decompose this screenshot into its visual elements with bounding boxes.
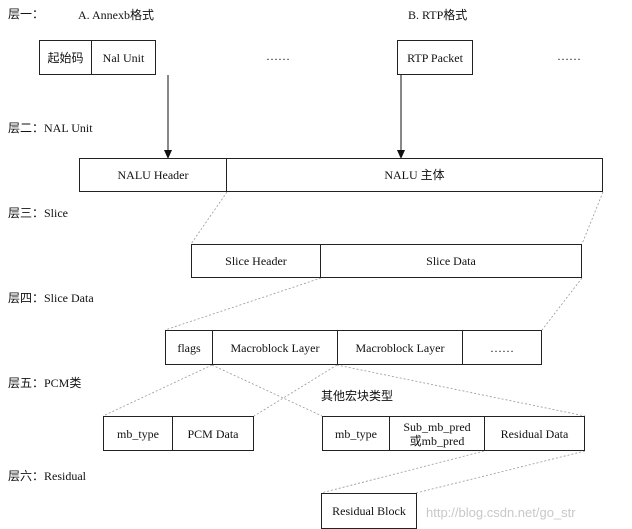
dash-resid-right xyxy=(415,450,586,494)
sub-mb-pred-box: Sub_mb_pred 或mb_pred xyxy=(389,416,485,451)
sub-mb-pred-line-1: Sub_mb_pred xyxy=(403,419,471,434)
rtp-packet-box: RTP Packet xyxy=(397,40,473,75)
flags-box: flags xyxy=(165,330,213,365)
annexb-ellipsis: …… xyxy=(266,49,290,63)
pcm-mb-type-box: mb_type xyxy=(103,416,173,451)
rtp-format-title: B. RTP格式 xyxy=(408,8,468,22)
slice-header-box: Slice Header xyxy=(191,244,321,278)
dash-slice-left xyxy=(164,277,322,331)
dash-nalu-left xyxy=(190,191,228,245)
macroblock-ellipsis-box: …… xyxy=(462,330,542,365)
sub-mb-pred-line-2: 或mb_pred xyxy=(409,433,465,448)
layer-6-label: 层六：Residual xyxy=(8,469,86,483)
residual-data-box: Residual Data xyxy=(484,416,585,451)
nalu-header-box: NALU Header xyxy=(79,158,227,192)
nal-unit-box: Nal Unit xyxy=(91,40,156,75)
dash-mb1-pcm-left xyxy=(102,364,213,417)
layer-2-label: 层二：NAL Unit xyxy=(8,121,93,135)
layer-1-label: 层一： xyxy=(8,7,45,21)
layer-4-label: 层四：Slice Data xyxy=(8,291,94,305)
dash-slice-right xyxy=(541,277,583,331)
layer-3-label: 层三：Slice xyxy=(8,206,68,220)
rtp-ellipsis: …… xyxy=(557,49,581,63)
dash-mb1-other-left xyxy=(211,364,323,417)
dash-nalu-right xyxy=(581,191,604,245)
start-code-box: 起始码 xyxy=(39,40,92,75)
layer-5-label: 层五：PCM类 xyxy=(8,376,82,390)
annexb-format-title: A. Annexb格式 xyxy=(78,8,154,22)
macroblock-layer-box-1: Macroblock Layer xyxy=(212,330,338,365)
slice-data-box: Slice Data xyxy=(320,244,582,278)
pcm-data-box: PCM Data xyxy=(172,416,254,451)
other-mb-type-box: mb_type xyxy=(322,416,390,451)
other-macroblock-types-label: 其他宏块类型 xyxy=(321,389,394,403)
watermark-text: http://blog.csdn.net/go_str xyxy=(426,505,576,520)
dash-resid-left xyxy=(320,450,485,494)
residual-block-box: Residual Block xyxy=(321,493,417,529)
nalu-body-box: NALU 主体 xyxy=(226,158,603,192)
dash-mb2-pcm-right xyxy=(253,364,338,417)
macroblock-layer-box-2: Macroblock Layer xyxy=(337,330,463,365)
